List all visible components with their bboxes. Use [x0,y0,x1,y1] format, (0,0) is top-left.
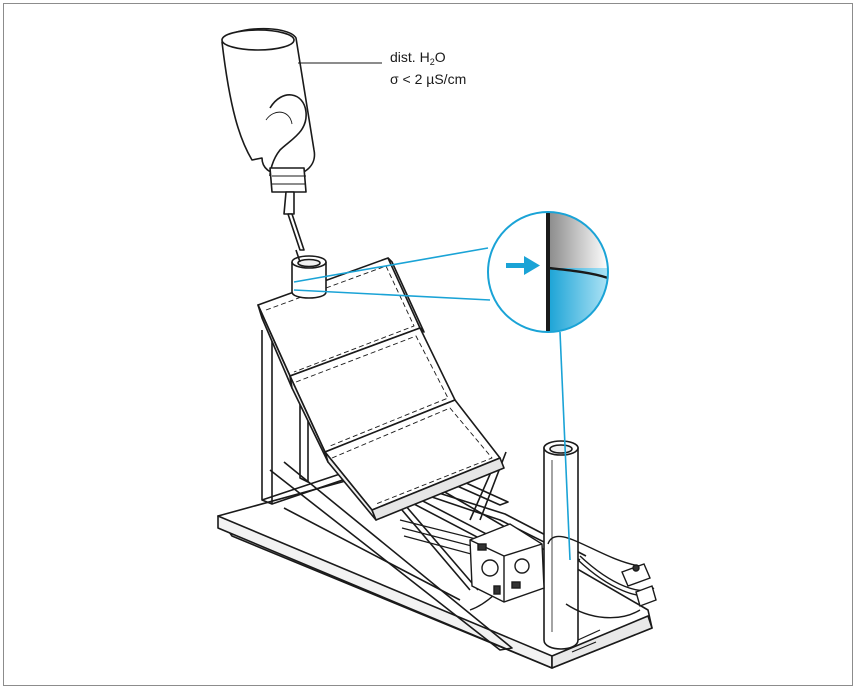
connector [621,563,657,607]
magnifier-icon [487,211,609,333]
measuring-cell-icon [543,440,579,650]
magnifier-leaders [293,247,571,561]
water-label-prefix: dist. H [390,49,430,65]
pump-block [469,523,545,603]
water-label-suffix: O [434,49,446,65]
tilted-panel [257,257,505,521]
water-label-line1: dist. H2O [390,46,466,68]
water-bottle-icon [221,27,316,263]
water-label-line2: σ < 2 µS/cm [390,71,467,87]
fill-arrow-icon [506,256,540,275]
water-label: dist. H2O σ < 2 µS/cm [390,46,466,90]
water-label-subscript: 2 [429,57,435,67]
